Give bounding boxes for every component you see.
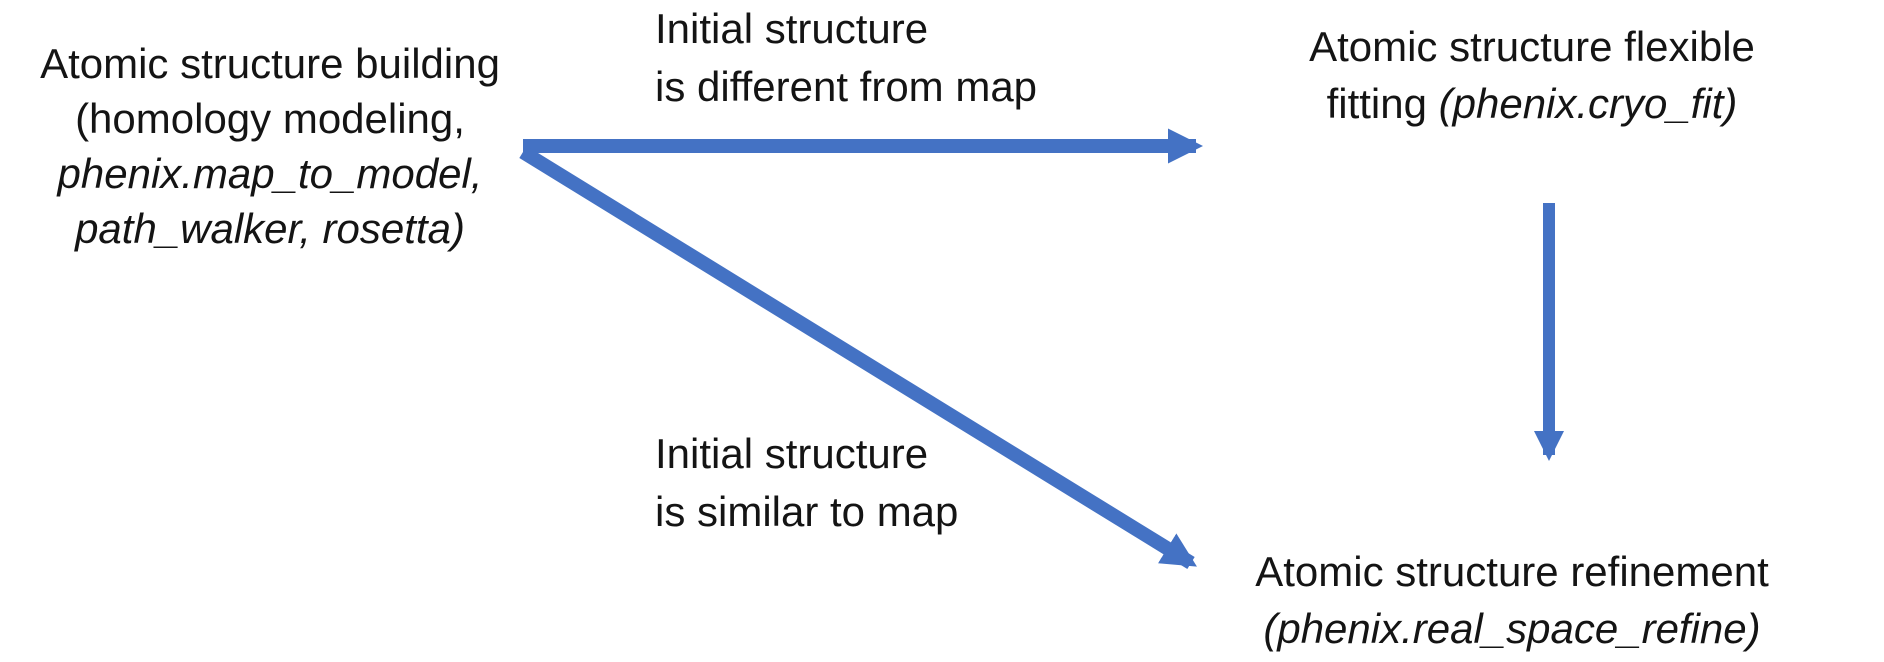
node-fitting-line2-italic: (phenix.cryo_fit) xyxy=(1438,80,1738,127)
node-atomic-structure-refinement: Atomic structure refinement (phenix.real… xyxy=(1232,543,1792,657)
node-refinement-line1: Atomic structure refinement xyxy=(1255,548,1769,595)
node-building-line2: (homology modeling, xyxy=(75,95,465,142)
node-building-line1: Atomic structure building xyxy=(40,40,500,87)
arrow-building-to-refinement xyxy=(519,146,1197,569)
node-refinement-line2: (phenix.real_space_refine) xyxy=(1263,605,1761,652)
label-initial-structure-different: Initial structure is different from map xyxy=(655,0,1037,116)
label-initial-structure-similar: Initial structure is similar to map xyxy=(655,425,958,541)
node-atomic-structure-flexible-fitting: Atomic structure flexible fitting (pheni… xyxy=(1262,18,1802,132)
node-fitting-line2: fitting (phenix.cryo_fit) xyxy=(1262,75,1802,132)
label-different-line2: is different from map xyxy=(655,63,1038,110)
label-similar-line2: is similar to map xyxy=(655,488,959,535)
node-fitting-line2-regular: fitting xyxy=(1326,80,1439,127)
node-fitting-line1: Atomic structure flexible xyxy=(1309,23,1755,70)
label-different-line1: Initial structure xyxy=(655,5,929,52)
node-atomic-structure-building: Atomic structure building (homology mode… xyxy=(0,36,540,256)
node-building-line4: path_walker, rosetta) xyxy=(75,205,465,252)
label-similar-line1: Initial structure xyxy=(655,430,929,477)
node-building-line3: phenix.map_to_model, xyxy=(57,150,483,197)
